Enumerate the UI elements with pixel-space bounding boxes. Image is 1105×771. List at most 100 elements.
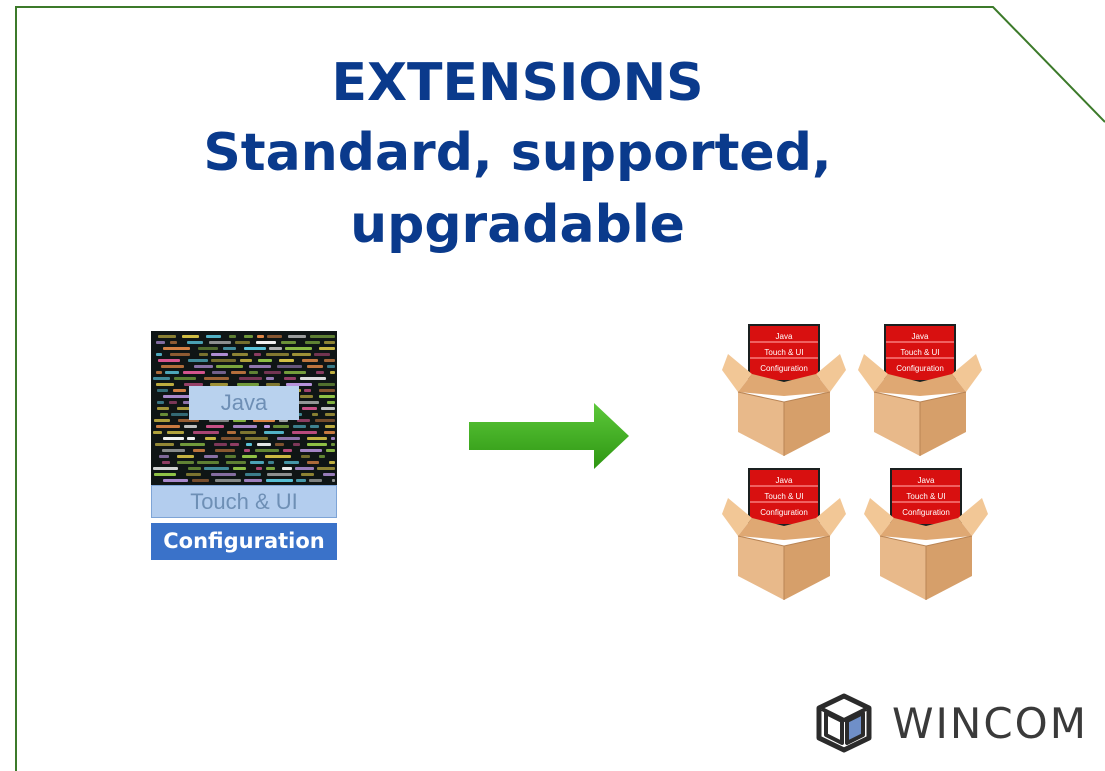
code-token	[284, 377, 296, 380]
code-token	[240, 431, 256, 434]
code-token	[258, 359, 272, 362]
code-token	[193, 449, 205, 452]
code-token	[277, 437, 300, 440]
code-token	[157, 389, 168, 392]
code-token	[264, 425, 270, 428]
code-token	[327, 365, 335, 368]
code-token	[288, 335, 306, 338]
code-token	[307, 365, 323, 368]
code-token	[255, 449, 279, 452]
code-token	[265, 455, 291, 458]
code-token	[245, 473, 261, 476]
code-token	[266, 353, 289, 356]
cardboard-box-icon	[864, 468, 988, 600]
code-token	[233, 425, 257, 428]
code-token	[160, 413, 168, 416]
code-token	[312, 413, 318, 416]
code-token	[257, 335, 264, 338]
code-token	[267, 335, 282, 338]
code-token	[161, 365, 184, 368]
code-token	[297, 419, 310, 422]
code-token	[212, 371, 226, 374]
code-token	[156, 371, 162, 374]
code-token	[199, 353, 208, 356]
code-token	[186, 473, 201, 476]
code-token	[204, 455, 218, 458]
code-token	[158, 335, 176, 338]
code-token	[153, 467, 178, 470]
code-token	[244, 335, 253, 338]
code-token	[281, 341, 296, 344]
code-token	[293, 425, 306, 428]
extension-box: Java Touch & UI Configuration	[722, 320, 846, 460]
box-touch-label: Touch & UI	[906, 492, 946, 501]
code-token	[209, 341, 231, 344]
code-token	[324, 341, 335, 344]
code-token	[330, 371, 335, 374]
code-token	[233, 419, 246, 422]
code-token	[221, 437, 241, 440]
box-config-label: Configuration	[760, 364, 808, 373]
code-token	[268, 461, 274, 464]
code-token	[285, 347, 312, 350]
code-token	[239, 377, 262, 380]
wincom-logo: WINCOM	[814, 693, 1086, 755]
code-token	[231, 371, 246, 374]
code-token	[244, 479, 262, 482]
code-token	[226, 461, 246, 464]
code-token	[249, 365, 271, 368]
code-token	[264, 431, 284, 434]
code-token	[187, 341, 203, 344]
code-token	[163, 437, 184, 440]
code-token	[171, 413, 188, 416]
code-token	[206, 335, 221, 338]
code-token	[183, 371, 205, 374]
code-token	[331, 443, 335, 446]
code-token	[257, 443, 271, 446]
code-token	[246, 443, 252, 446]
code-token	[233, 467, 246, 470]
code-token	[266, 479, 293, 482]
code-token	[267, 473, 292, 476]
configuration-stack: Java Touch & UI Configuration	[151, 331, 337, 560]
logo-text: WINCOM	[892, 699, 1088, 748]
code-token	[155, 443, 174, 446]
cardboard-box-icon	[858, 324, 982, 456]
code-token	[216, 365, 243, 368]
code-token	[292, 431, 317, 434]
code-token	[302, 359, 318, 362]
code-token	[188, 359, 208, 362]
code-token	[156, 353, 162, 356]
code-token	[173, 389, 186, 392]
box-java-label: Java	[917, 476, 935, 485]
code-token	[323, 473, 335, 476]
code-token	[296, 479, 306, 482]
extension-box: Java Touch & UI Configuration	[864, 464, 988, 604]
code-token	[321, 407, 335, 410]
code-token	[206, 425, 224, 428]
code-token	[279, 359, 294, 362]
code-token	[229, 335, 236, 338]
title-line-3: upgradable	[350, 195, 685, 255]
code-token	[253, 419, 275, 422]
code-token	[301, 473, 314, 476]
box-touch-label: Touch & UI	[900, 348, 940, 357]
extension-box: Java Touch & UI Configuration	[858, 320, 982, 460]
code-token	[326, 449, 335, 452]
code-token	[293, 443, 300, 446]
code-token	[264, 371, 281, 374]
code-token	[169, 401, 177, 404]
code-token	[205, 437, 216, 440]
code-token	[302, 407, 317, 410]
code-token	[266, 467, 275, 470]
code-token	[237, 383, 259, 386]
code-token	[180, 443, 205, 446]
code-token	[296, 413, 302, 416]
code-token	[292, 353, 311, 356]
code-token	[211, 359, 236, 362]
code-token	[230, 443, 239, 446]
title-line-2: Standard, supported,	[203, 123, 832, 183]
code-token	[329, 461, 335, 464]
extension-box: Java Touch & UI Configuration	[722, 464, 846, 604]
